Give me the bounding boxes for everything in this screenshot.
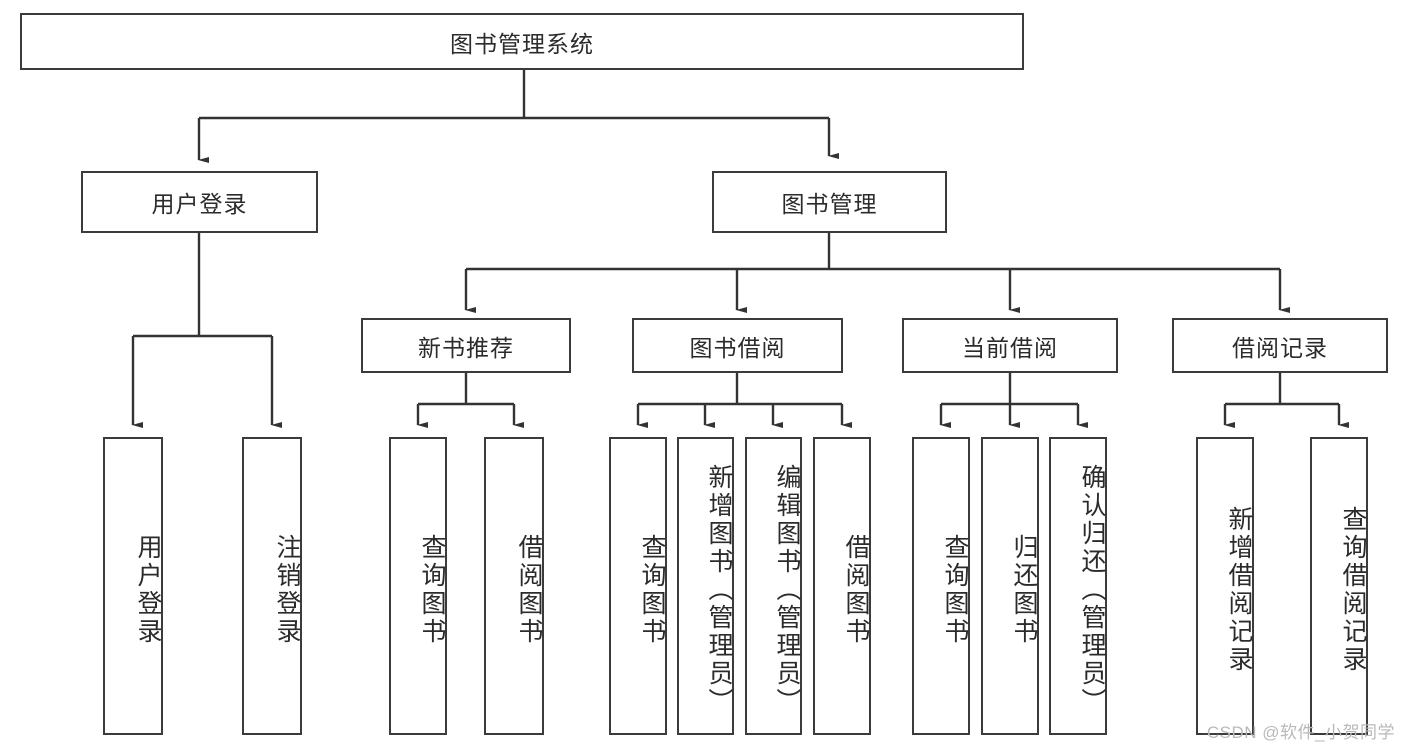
leaf-edit-book-admin[interactable]: 编辑图书（管理员） bbox=[745, 437, 802, 735]
leaf-borrow-book[interactable]: 借阅图书 bbox=[813, 437, 871, 735]
leaf-borrow-book-recommend[interactable]: 借阅图书 bbox=[484, 437, 544, 735]
node-new-book-recommend[interactable]: 新书推荐 bbox=[361, 318, 571, 373]
node-book-borrow[interactable]: 图书借阅 bbox=[632, 318, 843, 373]
node-label: 新增图书（管理员） bbox=[705, 464, 733, 716]
node-label: 借阅记录 bbox=[1232, 334, 1328, 361]
leaf-confirm-return-admin[interactable]: 确认归还（管理员） bbox=[1049, 437, 1107, 735]
node-label: 图书管理系统 bbox=[450, 30, 594, 57]
node-user-login[interactable]: 用户登录 bbox=[81, 171, 318, 233]
node-label: 归还图书 bbox=[1010, 534, 1038, 646]
node-label: 查询图书 bbox=[638, 534, 666, 646]
leaf-user-login[interactable]: 用户登录 bbox=[103, 437, 163, 735]
leaf-query-book-recommend[interactable]: 查询图书 bbox=[389, 437, 447, 735]
leaf-return-book[interactable]: 归还图书 bbox=[981, 437, 1039, 735]
node-borrow-record[interactable]: 借阅记录 bbox=[1172, 318, 1388, 373]
leaf-query-book-borrow[interactable]: 查询图书 bbox=[609, 437, 667, 735]
leaf-add-book-admin[interactable]: 新增图书（管理员） bbox=[677, 437, 734, 735]
node-label: 借阅图书 bbox=[842, 534, 870, 646]
node-label: 查询图书 bbox=[941, 534, 969, 646]
node-current-borrow[interactable]: 当前借阅 bbox=[902, 318, 1118, 373]
node-label: 查询图书 bbox=[418, 534, 446, 646]
node-label: 当前借阅 bbox=[962, 334, 1058, 361]
leaf-query-borrow-record[interactable]: 查询借阅记录 bbox=[1310, 437, 1368, 735]
node-label: 借阅图书 bbox=[515, 534, 543, 646]
node-label: 用户登录 bbox=[151, 191, 248, 217]
node-label: 查询借阅记录 bbox=[1339, 506, 1367, 674]
leaf-logout[interactable]: 注销登录 bbox=[242, 437, 302, 735]
leaf-add-borrow-record[interactable]: 新增借阅记录 bbox=[1196, 437, 1254, 735]
node-label: 用户登录 bbox=[134, 534, 162, 646]
watermark: CSDN @软件_小贺同学 bbox=[1206, 723, 1395, 742]
leaf-query-book-current[interactable]: 查询图书 bbox=[912, 437, 970, 735]
node-label: 确认归还（管理员） bbox=[1078, 464, 1106, 716]
node-label: 新书推荐 bbox=[418, 334, 514, 361]
node-root[interactable]: 图书管理系统 bbox=[20, 13, 1024, 70]
node-book-management[interactable]: 图书管理 bbox=[712, 171, 947, 233]
node-label: 编辑图书（管理员） bbox=[773, 464, 801, 716]
node-label: 图书管理 bbox=[781, 191, 878, 217]
node-label: 注销登录 bbox=[273, 534, 301, 646]
node-label: 图书借阅 bbox=[689, 334, 786, 361]
node-label: 新增借阅记录 bbox=[1225, 506, 1253, 674]
